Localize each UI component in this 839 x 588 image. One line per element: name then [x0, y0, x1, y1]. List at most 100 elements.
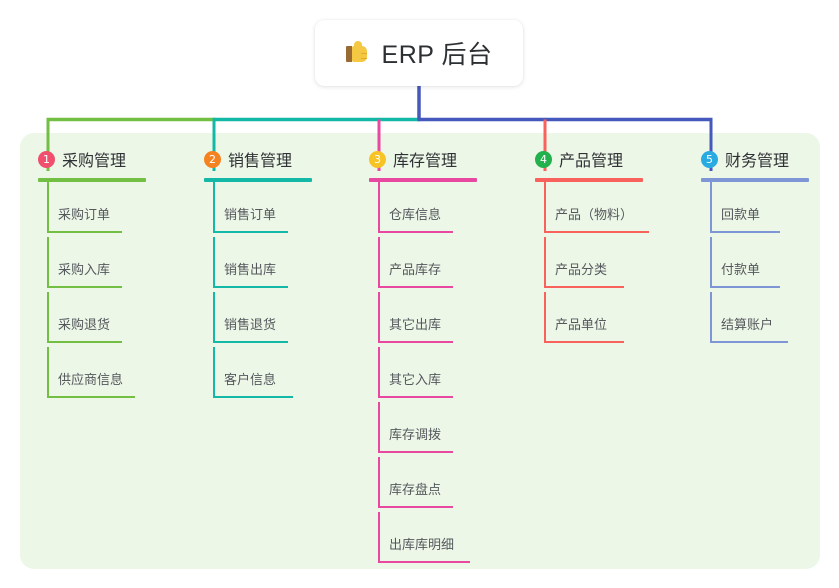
item-connector-stem: [213, 292, 215, 343]
item-connector-stem: [378, 457, 380, 508]
branch-column: 4 产品管理产品（物料） 产品分类产品单位: [535, 148, 649, 347]
branch-item-label: 结算账户: [721, 317, 774, 332]
branch-number-badge: 3: [369, 150, 386, 168]
branch-item[interactable]: 销售订单: [204, 182, 312, 237]
branch-item-label: 其它入库: [389, 372, 442, 387]
branch-item-list: 采购订单采购入库采购退货供应商信息: [38, 182, 146, 402]
item-connector-stem: [378, 402, 380, 453]
branch-item[interactable]: 付款单: [701, 237, 809, 292]
branch-item-label: 出库库明细: [389, 537, 455, 552]
branch-item-underline: [544, 231, 649, 233]
item-connector-stem: [544, 182, 546, 233]
branch-title: 销售管理: [228, 153, 293, 170]
item-connector-stem: [47, 237, 49, 288]
branch-item-underline: [213, 396, 293, 398]
branch-item[interactable]: 采购退货: [38, 292, 146, 347]
branch-item-underline: [378, 396, 453, 398]
branch-number-badge: 1: [38, 150, 55, 168]
branch-header[interactable]: 1 采购管理: [38, 148, 146, 170]
branch-item[interactable]: 采购入库: [38, 237, 146, 292]
branch-item-underline: [544, 286, 624, 288]
branch-item-label: 其它出库: [389, 317, 442, 332]
branch-item-label: 客户信息: [224, 372, 277, 387]
branch-item-list: 回款单付款单结算账户: [701, 182, 809, 347]
branch-title: 采购管理: [62, 153, 127, 170]
branch-item[interactable]: 结算账户: [701, 292, 809, 347]
branch-item[interactable]: 仓库信息: [369, 182, 477, 237]
branch-item-label: 供应商信息: [58, 372, 124, 387]
branch-item-label: 付款单: [721, 262, 761, 277]
branch-item-label: 采购入库: [58, 262, 111, 277]
branch-item[interactable]: 回款单: [701, 182, 809, 237]
branch-header[interactable]: 3 库存管理: [369, 148, 477, 170]
branch-item[interactable]: 出库库明细: [369, 512, 477, 567]
root-node-card[interactable]: ERP 后台: [315, 20, 523, 86]
branch-header[interactable]: 4 产品管理: [535, 148, 643, 170]
branch-header-underline: [369, 178, 477, 182]
branch-header-underline: [535, 178, 643, 182]
branch-column: 3 库存管理仓库信息产品库存其它出库其它入库库存调拨库存盘点出库库明细: [369, 148, 477, 567]
branch-item-label: 销售订单: [224, 207, 277, 222]
item-connector-stem: [710, 292, 712, 343]
item-connector-stem: [47, 347, 49, 398]
item-connector-stem: [378, 512, 380, 563]
branch-item[interactable]: 供应商信息: [38, 347, 146, 402]
branch-item-label: 采购订单: [58, 207, 111, 222]
branch-header-underline: [701, 178, 809, 182]
branch-item[interactable]: 客户信息: [204, 347, 312, 402]
branch-item-label: 产品分类: [555, 262, 608, 277]
branch-title: 产品管理: [559, 153, 624, 170]
branch-item-underline: [213, 341, 288, 343]
branch-item-underline: [378, 561, 470, 563]
branch-item[interactable]: 销售退货: [204, 292, 312, 347]
branch-item[interactable]: 库存调拨: [369, 402, 477, 457]
branch-title: 库存管理: [393, 153, 458, 170]
branch-number-badge: 4: [535, 150, 552, 168]
branch-item-label: 销售退货: [224, 317, 277, 332]
branch-item-underline: [213, 286, 288, 288]
item-connector-stem: [710, 237, 712, 288]
item-connector-stem: [213, 182, 215, 233]
branch-item[interactable]: 采购订单: [38, 182, 146, 237]
branch-item-label: 采购退货: [58, 317, 111, 332]
branch-item[interactable]: 产品分类: [535, 237, 643, 292]
branch-title: 财务管理: [725, 153, 790, 170]
branch-item-label: 产品（物料）: [555, 207, 634, 222]
branch-item[interactable]: 其它出库: [369, 292, 477, 347]
branch-item-underline: [710, 286, 780, 288]
item-connector-stem: [213, 347, 215, 398]
branch-item-label: 库存盘点: [389, 482, 442, 497]
item-connector-stem: [378, 182, 380, 233]
branch-item-label: 产品库存: [389, 262, 442, 277]
branch-item[interactable]: 产品库存: [369, 237, 477, 292]
branch-header-underline: [204, 178, 312, 182]
branch-item-underline: [378, 451, 453, 453]
branch-item-underline: [47, 396, 135, 398]
branch-item[interactable]: 库存盘点: [369, 457, 477, 512]
branch-item-underline: [378, 341, 453, 343]
item-connector-stem: [378, 237, 380, 288]
branch-item[interactable]: 其它入库: [369, 347, 477, 402]
branch-item-label: 回款单: [721, 207, 761, 222]
branch-header-underline: [38, 178, 146, 182]
branch-column: 1 采购管理采购订单采购入库采购退货供应商信息: [38, 148, 146, 402]
branch-item-underline: [47, 341, 122, 343]
item-connector-stem: [710, 182, 712, 233]
branch-item-underline: [378, 506, 453, 508]
branch-item[interactable]: 产品单位: [535, 292, 643, 347]
branch-item-underline: [47, 231, 122, 233]
branch-item-underline: [378, 231, 453, 233]
branch-item[interactable]: 产品（物料）: [535, 182, 649, 237]
branch-number-badge: 2: [204, 150, 221, 168]
branch-item[interactable]: 销售出库: [204, 237, 312, 292]
item-connector-stem: [544, 237, 546, 288]
branch-header[interactable]: 2 销售管理: [204, 148, 312, 170]
branch-column: 2 销售管理销售订单销售出库销售退货客户信息: [204, 148, 312, 402]
branch-item-label: 库存调拨: [389, 427, 442, 442]
branch-item-label: 销售出库: [224, 262, 277, 277]
item-connector-stem: [378, 347, 380, 398]
branch-item-label: 仓库信息: [389, 207, 442, 222]
